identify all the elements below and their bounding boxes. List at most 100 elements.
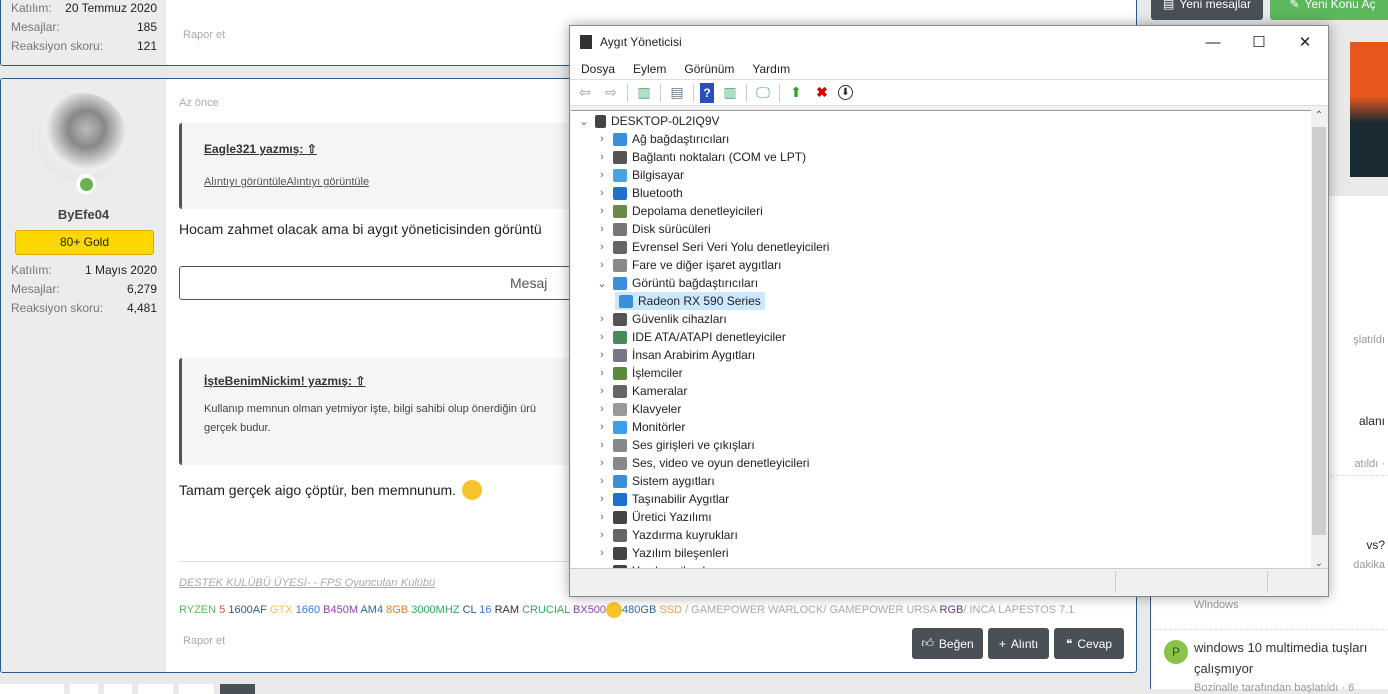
uninstall-icon[interactable]: ✖: [816, 84, 828, 100]
device-category[interactable]: ›İnsan Arabirim Aygıtları: [595, 346, 755, 364]
chevron-right-icon[interactable]: ›: [600, 475, 604, 487]
page-button[interactable]: [138, 684, 173, 694]
chevron-right-icon[interactable]: ›: [600, 187, 604, 199]
action-pane-icon[interactable]: ▥: [723, 84, 737, 100]
device-category[interactable]: ›Evrensel Seri Veri Yolu denetleyicileri: [595, 238, 829, 256]
new-posts-button[interactable]: ▤Yeni mesajlar: [1151, 0, 1263, 20]
chevron-right-icon[interactable]: ›: [600, 349, 604, 361]
chevron-right-icon[interactable]: ›: [600, 511, 604, 523]
device-category[interactable]: ›Üretici Yazılımı: [595, 508, 711, 526]
quote-button[interactable]: +Alıntı: [988, 628, 1049, 659]
page-button[interactable]: [0, 684, 64, 694]
help-icon[interactable]: ?: [700, 82, 714, 103]
chevron-right-icon[interactable]: ›: [600, 169, 604, 181]
back-icon[interactable]: ⇦: [579, 84, 591, 100]
scrollbar-thumb[interactable]: [1312, 127, 1326, 535]
close-button[interactable]: ✕: [1298, 34, 1312, 51]
device-category[interactable]: ›Disk sürücüleri: [595, 220, 711, 238]
forward-icon[interactable]: ⇨: [605, 84, 617, 100]
device-category[interactable]: ›Bağlantı noktaları (COM ve LPT): [595, 148, 806, 166]
post-time[interactable]: Az önce: [179, 97, 219, 109]
page-button-current[interactable]: [220, 684, 255, 694]
chevron-right-icon[interactable]: ›: [600, 241, 604, 253]
chevron-down-icon[interactable]: ⌄: [597, 277, 607, 290]
properties-icon[interactable]: ▤: [670, 84, 684, 100]
device-category[interactable]: ›Klavyeler: [595, 400, 681, 418]
quote-author[interactable]: Eagle321 yazmış: ⇧: [204, 142, 317, 156]
device-category[interactable]: ⌄Görüntü bağdaştırıcıları: [595, 274, 758, 292]
device-icon: [613, 276, 627, 290]
show-hide-console-tree-icon[interactable]: ▥: [637, 84, 651, 100]
page-button[interactable]: [104, 684, 132, 694]
arrow-up-circle-icon[interactable]: ⇧: [306, 142, 317, 156]
device-category[interactable]: ›Ses, video ve oyun denetleyicileri: [595, 454, 809, 472]
page-button[interactable]: [70, 684, 98, 694]
avatar[interactable]: [37, 93, 127, 183]
chevron-right-icon[interactable]: ›: [600, 259, 604, 271]
menu-view[interactable]: Görünüm: [684, 61, 735, 76]
menu-file[interactable]: Dosya: [581, 61, 616, 76]
chevron-right-icon[interactable]: ›: [595, 565, 609, 569]
device-category[interactable]: ›Depolama denetleyicileri: [595, 202, 763, 220]
device-category[interactable]: ›Yazdırma kuyrukları: [595, 526, 738, 544]
chevron-right-icon[interactable]: ›: [600, 151, 604, 163]
reply-button[interactable]: ❝Cevap: [1054, 628, 1124, 659]
chevron-down-icon[interactable]: ⌄: [579, 115, 589, 128]
menu-help[interactable]: Yardım: [752, 61, 791, 76]
menu-action[interactable]: Eylem: [633, 61, 667, 76]
tree-root[interactable]: ⌄DESKTOP-0L2IQ9V: [577, 112, 719, 130]
device-category[interactable]: ›Yazılım bileşenleri: [595, 544, 728, 562]
disable-device-icon[interactable]: ⬇: [838, 85, 853, 100]
chevron-right-icon[interactable]: ›: [600, 457, 604, 469]
banner-ad[interactable]: [1350, 42, 1388, 177]
post-text: Hocam zahmet olacak ama bi aygıt yönetic…: [179, 221, 542, 237]
report-link[interactable]: Rapor et: [183, 635, 226, 647]
chevron-right-icon[interactable]: ›: [600, 313, 604, 325]
like-button[interactable]: 👍︎Beğen: [912, 628, 983, 659]
device-category[interactable]: ›Yazılım cihazları: [595, 562, 719, 569]
scroll-up-icon[interactable]: ⌃: [1314, 110, 1324, 121]
page-button[interactable]: [179, 684, 214, 694]
chevron-right-icon[interactable]: ›: [600, 385, 604, 397]
device-category[interactable]: ›Fare ve diğer işaret aygıtları: [595, 256, 781, 274]
vertical-scrollbar[interactable]: ⌃ ⌄: [1311, 110, 1327, 569]
device-category[interactable]: ›Bilgisayar: [595, 166, 684, 184]
signature-link[interactable]: DESTEK KULÜBÜ ÜYESİ- - FPS Oyuncuları Ku…: [179, 577, 436, 589]
chevron-right-icon[interactable]: ›: [600, 493, 604, 505]
device-category[interactable]: ›Ses girişleri ve çıkışları: [595, 436, 755, 454]
chevron-right-icon[interactable]: ›: [600, 547, 604, 559]
minimize-button[interactable]: —: [1205, 33, 1221, 51]
view-quote-link[interactable]: Alıntıyı görüntüleAlıntıyı görüntüle: [204, 176, 370, 188]
device-category[interactable]: ›Sistem aygıtları: [595, 472, 715, 490]
title-bar[interactable]: Aygıt Yöneticisi: [570, 26, 1328, 58]
chevron-right-icon[interactable]: ›: [600, 421, 604, 433]
device-category[interactable]: ›Bluetooth: [595, 184, 683, 202]
device-category[interactable]: ›Monitörler: [595, 418, 685, 436]
device-category[interactable]: ›Ağ bağdaştırıcıları: [595, 130, 729, 148]
scroll-down-icon[interactable]: ⌄: [1314, 558, 1324, 569]
chevron-right-icon[interactable]: ›: [600, 367, 604, 379]
scan-hardware-icon[interactable]: 🖵: [756, 84, 770, 100]
chevron-right-icon[interactable]: ›: [600, 205, 604, 217]
avatar[interactable]: P: [1164, 640, 1188, 664]
device-category[interactable]: ›Kameralar: [595, 382, 687, 400]
chevron-right-icon[interactable]: ›: [600, 223, 604, 235]
device-item[interactable]: Radeon RX 590 Series: [615, 292, 765, 310]
device-category[interactable]: ›IDE ATA/ATAPI denetleyiciler: [595, 328, 786, 346]
thread-title[interactable]: windows 10 multimedia tuşları çalışmıyor: [1194, 640, 1368, 676]
quote-author[interactable]: İşteBenimNickim! yazmış: ⇧: [204, 374, 366, 388]
chevron-right-icon[interactable]: ›: [600, 439, 604, 451]
update-driver-icon[interactable]: ⬆: [790, 84, 802, 100]
chevron-right-icon[interactable]: ›: [600, 529, 604, 541]
device-category[interactable]: ›Taşınabilir Aygıtlar: [595, 490, 729, 508]
chevron-right-icon[interactable]: ›: [600, 331, 604, 343]
new-thread-button[interactable]: ✎Yeni Konu Aç: [1270, 0, 1388, 20]
report-link[interactable]: Rapor et: [183, 29, 226, 41]
arrow-up-circle-icon[interactable]: ⇧: [355, 374, 366, 388]
chevron-right-icon[interactable]: ›: [600, 403, 604, 415]
username[interactable]: ByEfe04: [57, 207, 110, 222]
device-category[interactable]: ›İşlemciler: [595, 364, 683, 382]
chevron-right-icon[interactable]: ›: [600, 133, 604, 145]
device-category[interactable]: ›Güvenlik cihazları: [595, 310, 727, 328]
maximize-button[interactable]: ☐: [1252, 34, 1266, 51]
